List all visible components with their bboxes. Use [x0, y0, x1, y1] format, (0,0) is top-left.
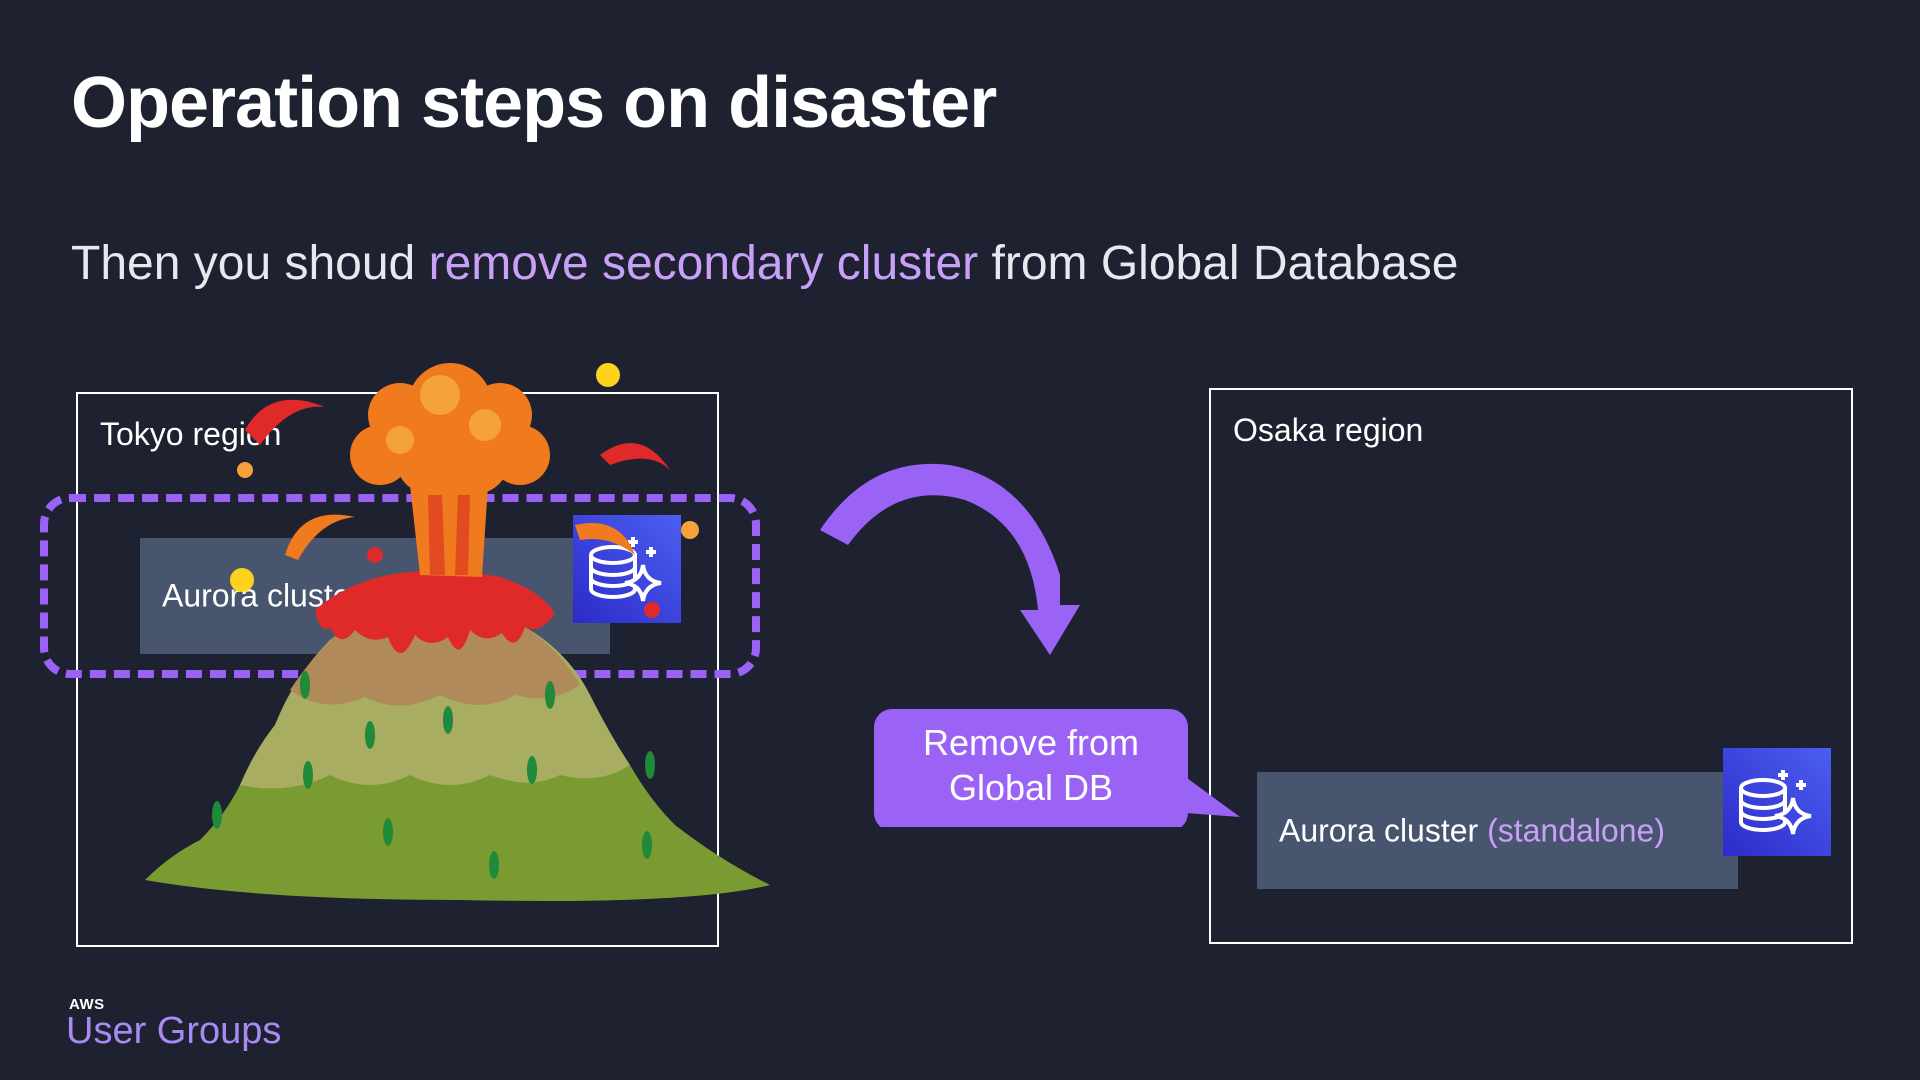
curved-arrow-icon — [820, 463, 1080, 655]
osaka-cluster-label: Aurora cluster (standalone) — [1279, 812, 1665, 849]
subtitle-highlight: remove secondary cluster — [428, 237, 979, 290]
osaka-region-label: Osaka region — [1233, 412, 1424, 448]
slide-subtitle: Then you shoud remove secondary cluster … — [71, 236, 1458, 291]
aws-logo-text: AWS — [69, 996, 105, 1013]
slide-title: Operation steps on disaster — [71, 63, 997, 143]
user-groups-logo-text: User Groups — [66, 1010, 282, 1052]
callout-bubble — [874, 709, 1240, 827]
subtitle-text-before: Then you shoud — [71, 237, 429, 290]
volcano-illustration — [145, 363, 770, 901]
callout-text: Remove from Global DB — [874, 720, 1188, 810]
osaka-cluster-role: (standalone) — [1487, 812, 1665, 848]
aurora-database-icon — [1723, 748, 1831, 856]
callout-line-1: Remove from — [922, 722, 1140, 763]
callout-line-2: Global DB — [948, 767, 1114, 808]
subtitle-text-after: from Global Database — [978, 237, 1459, 290]
osaka-region-box: Osaka region — [1209, 388, 1853, 944]
osaka-cluster-name: Aurora cluster — [1279, 812, 1488, 848]
osaka-aurora-cluster: Aurora cluster (standalone) — [1257, 772, 1738, 889]
